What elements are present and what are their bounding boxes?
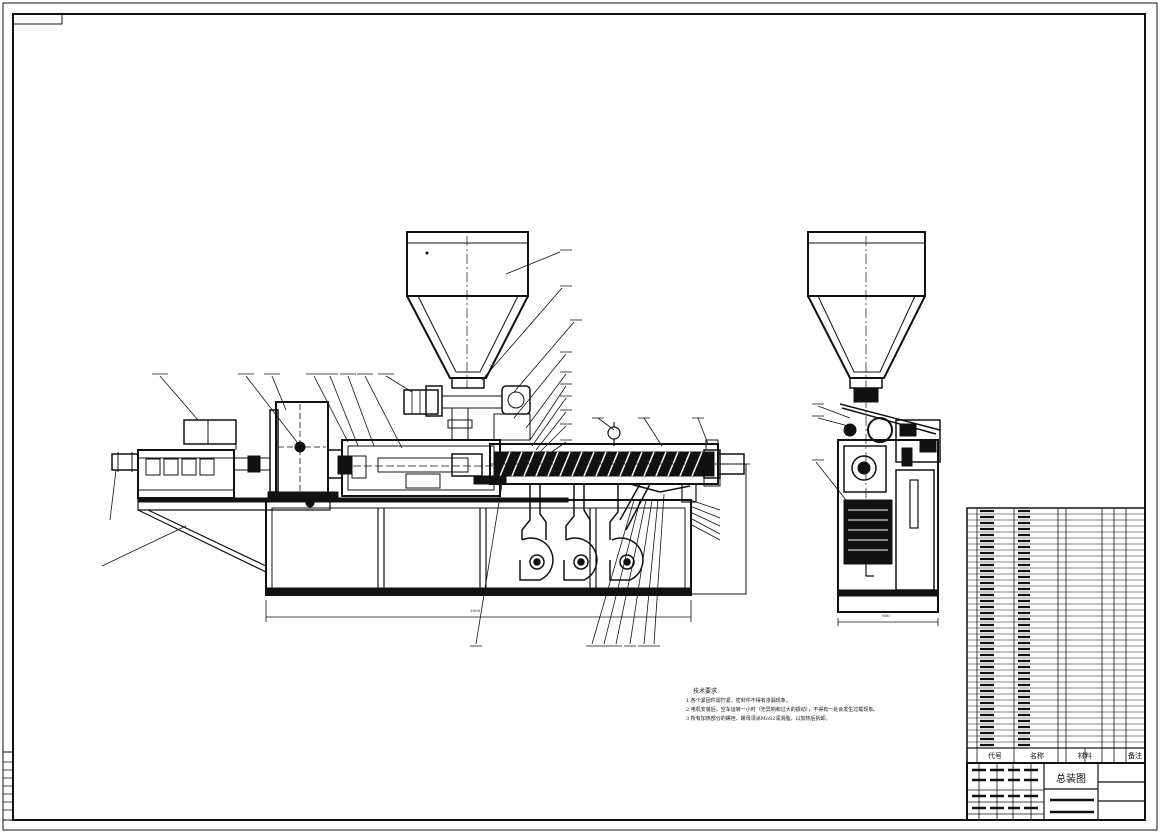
- inner-border: [12, 13, 1146, 821]
- parts-list-header-material: 材料: [1078, 752, 1092, 760]
- front-hopper: [406, 231, 529, 297]
- parts-list-header-remark: 备注: [1128, 752, 1142, 760]
- motor-base-plate: [137, 499, 331, 573]
- side-hopper: [807, 231, 926, 297]
- technical-note-3: 3 所有加热部分的螺栓、螺母须涂MoS2润滑脂，以加热后拆卸。: [686, 716, 831, 722]
- main-motor: [137, 449, 235, 499]
- title-block: [966, 762, 1146, 821]
- side-view: [807, 231, 941, 626]
- technical-notes-heading: 技术要求: [693, 688, 718, 695]
- parts-list-table: [966, 507, 1146, 764]
- length-dimension-line: [265, 600, 692, 622]
- binding-strip-lines: [3, 761, 13, 811]
- terminal-box: [183, 419, 237, 445]
- cooling-blowers: [519, 537, 644, 581]
- technical-note-1: 1 各个紧固件需拧紧，密封件不得有渗漏现象。: [686, 698, 791, 704]
- front-view: [111, 231, 750, 622]
- leader-lines-front: [101, 251, 721, 645]
- main-length-dimension: 3000: [470, 608, 481, 613]
- parts-list-header-name: 名称: [1030, 752, 1044, 760]
- feeder-motor: [403, 389, 439, 415]
- corner-tab: [12, 14, 63, 25]
- side-width-dimension: 900: [882, 613, 890, 618]
- technical-note-2: 2 电机安装后，空车运转一小时（无异响和过大的振动），不得有一处会发生过载现象。: [686, 707, 879, 713]
- drawing-title: 总装图: [1056, 774, 1086, 785]
- parts-list-header-code: 代号: [988, 752, 1002, 760]
